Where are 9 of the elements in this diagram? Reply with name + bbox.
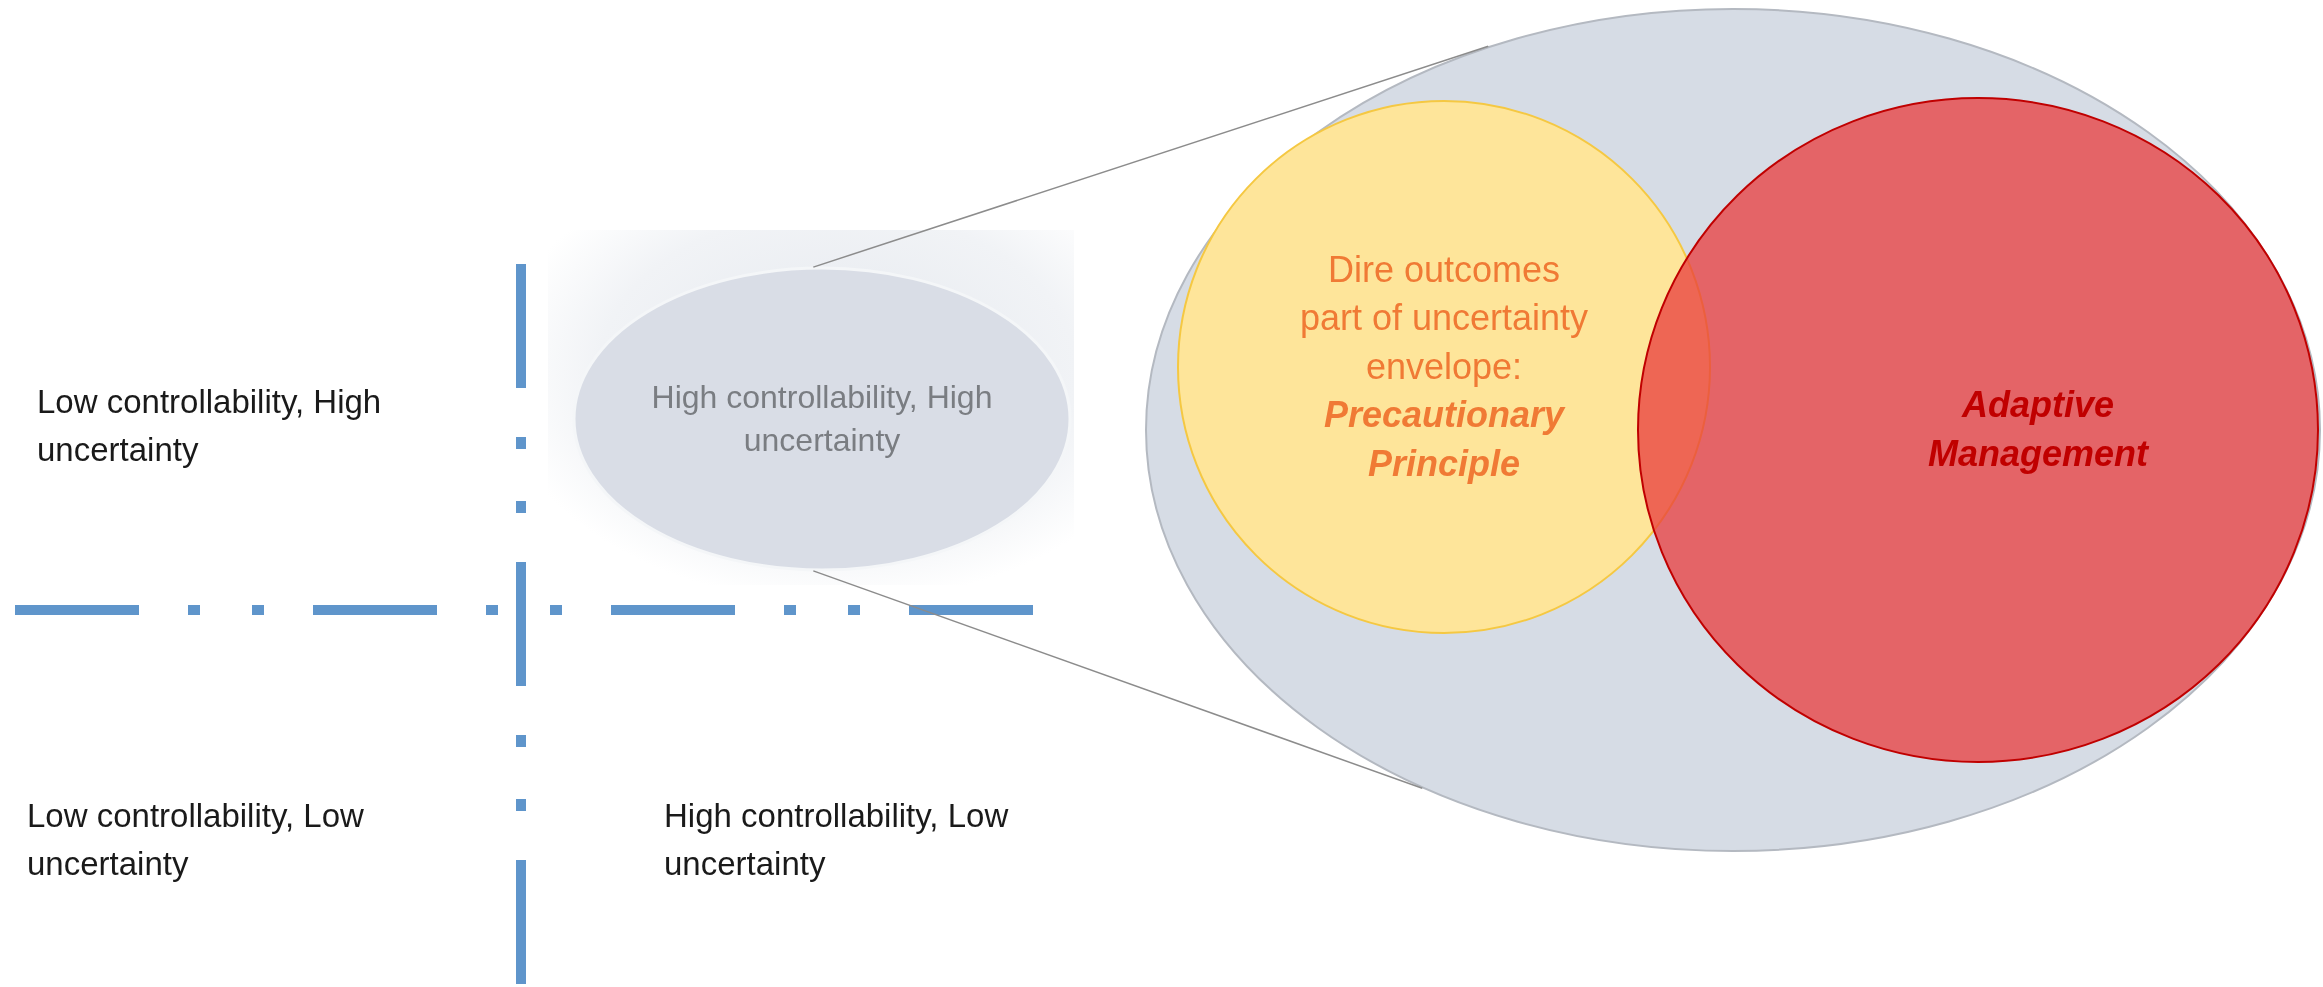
- emphasis-text: Adaptive Management: [1926, 383, 2150, 476]
- node-text: High controllability, High uncertainty: [650, 377, 994, 460]
- zoom-connector-line: [812, 570, 1424, 789]
- node-text: Dire outcomes part of uncertainty envelope:: [1298, 247, 1590, 389]
- quadrant-label: High controllability, Low uncertainty: [664, 796, 1010, 884]
- emphasis-text: Precautionary Principle: [1322, 393, 1567, 486]
- zoom-connector-line: [812, 45, 1489, 268]
- quadrant-label: Low controllability, High uncertainty: [37, 382, 383, 470]
- quadrant-label: Low controllability, Low uncertainty: [27, 796, 365, 884]
